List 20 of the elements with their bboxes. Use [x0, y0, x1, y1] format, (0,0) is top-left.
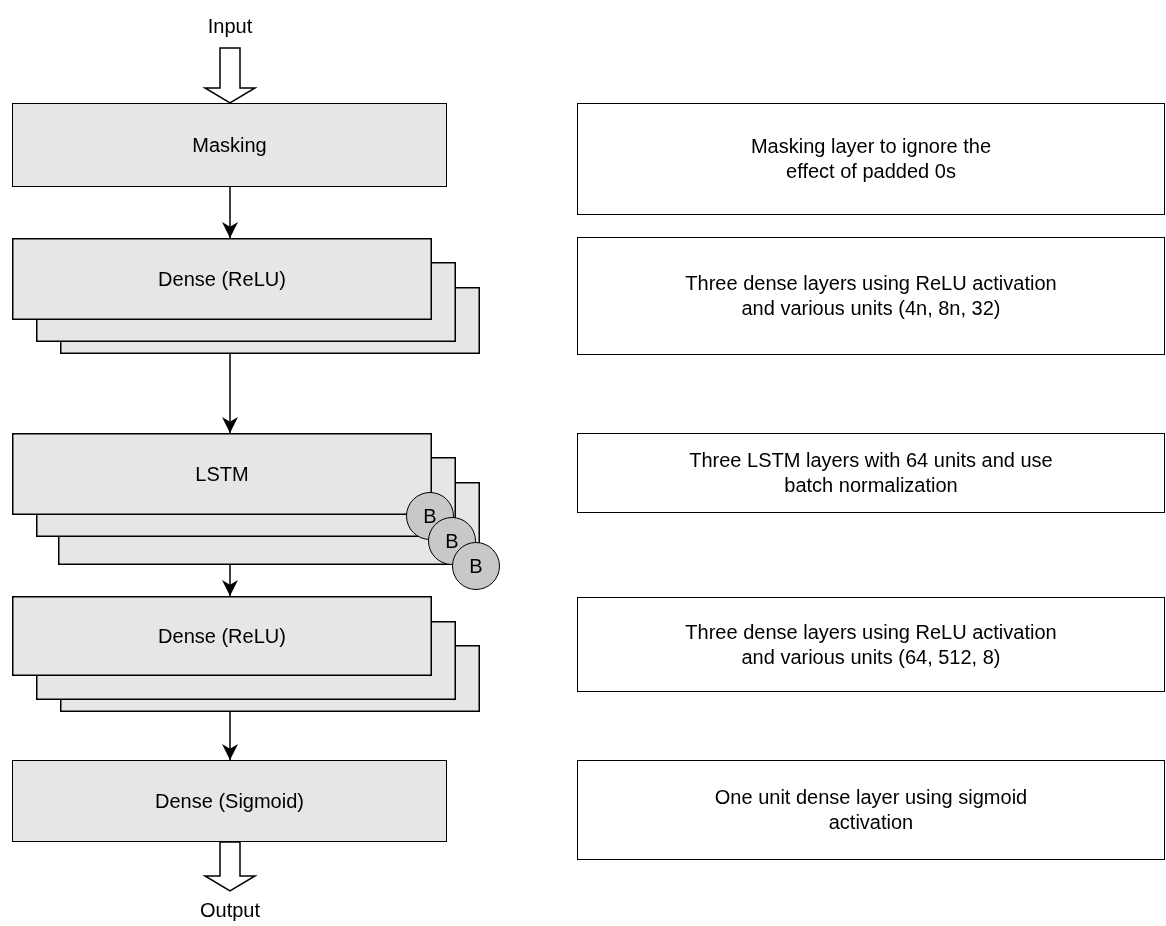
layer-box: Masking — [12, 103, 447, 187]
block-arrow — [202, 47, 258, 104]
layer-stack — [12, 596, 480, 712]
description-box: One unit dense layer using sigmoid activation — [577, 760, 1165, 860]
layer-box: Dense (Sigmoid) — [12, 760, 447, 842]
layer-name: Dense (ReLU) — [157, 266, 287, 292]
arrow — [222, 353, 238, 434]
layer-name: Dense (ReLU) — [157, 623, 287, 649]
layer-name: LSTM — [194, 461, 250, 487]
arrow — [222, 711, 238, 761]
description-box: Three dense layers using ReLU activation and various units (4n, 8n, 32) — [577, 237, 1165, 355]
block-arrow — [202, 841, 258, 892]
io-label: Output — [180, 893, 280, 926]
io-label: Input — [180, 8, 280, 44]
description-box: Masking layer to ignore the effect of padded 0s — [577, 103, 1165, 215]
arrow — [222, 564, 238, 597]
description-box: Three dense layers using ReLU activation and various units (64, 512, 8) — [577, 597, 1165, 692]
arrow — [222, 186, 238, 239]
description-box: Three LSTM layers with 64 units and use batch normalization — [577, 433, 1165, 513]
layer-stack — [12, 238, 480, 354]
